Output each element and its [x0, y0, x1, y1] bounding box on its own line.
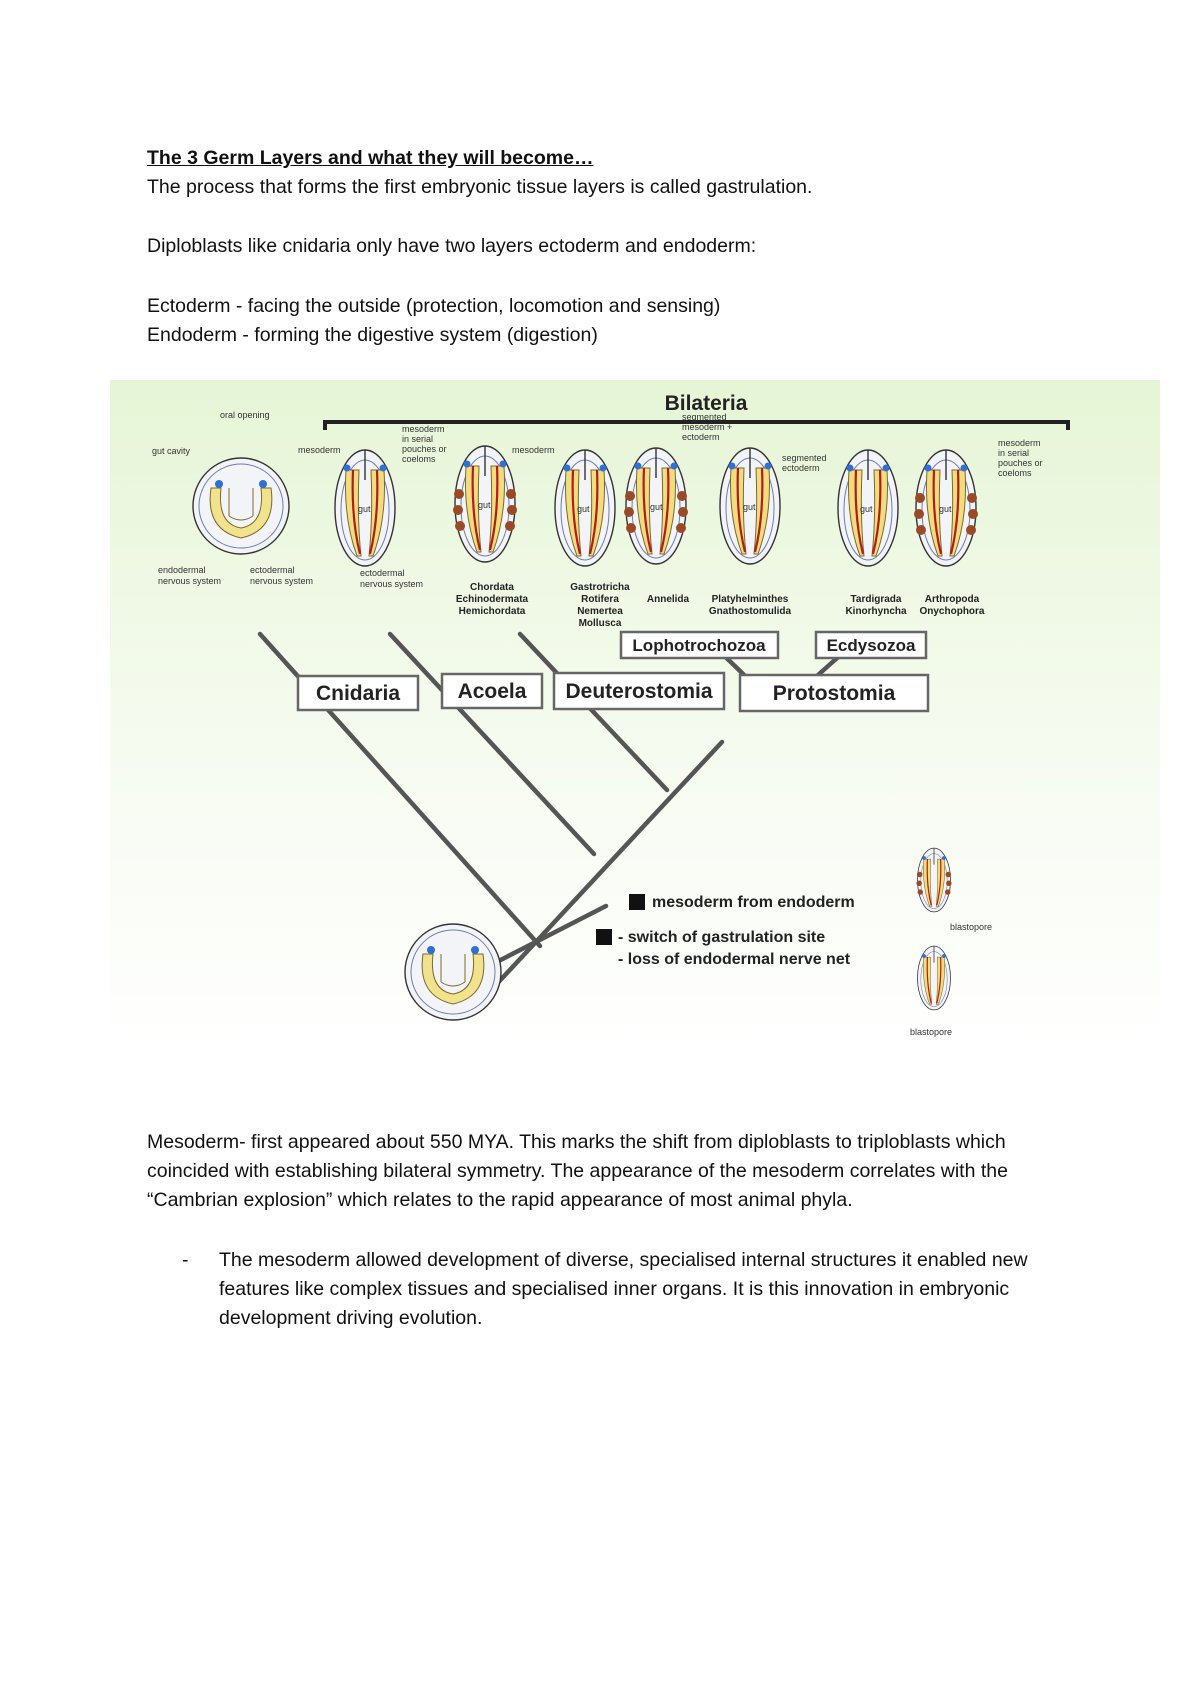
blastopore-label-2: blastopore: [910, 1027, 952, 1037]
lophotrochozoa-label: Lophotrochozoa: [632, 636, 766, 655]
diploblasts-paragraph: Diploblasts like cnidaria only have two …: [147, 235, 757, 257]
germ-layer-phylogeny-figure: Bilateria oral opening gut cavity endode…: [110, 380, 1160, 1050]
endoderm-line: Endoderm - forming the digestive system …: [147, 324, 598, 346]
protostomia-label: Protostomia: [773, 682, 896, 705]
mesoderm-from-endoderm-label: mesoderm from endoderm: [652, 894, 855, 911]
bullet-dash: -: [182, 1249, 189, 1271]
cnidaria-label: Cnidaria: [316, 682, 400, 705]
mesoderm-label-2: mesoderm: [512, 445, 555, 455]
gut-label-5: gut: [743, 502, 756, 512]
ecdysozoa-label: Ecdysozoa: [827, 636, 916, 655]
mesoderm-label-1: mesoderm: [298, 445, 341, 455]
marker-gastrulation: [596, 929, 612, 945]
gut-label-1: gut: [358, 504, 371, 514]
gut-label-2: gut: [478, 500, 491, 510]
intro-paragraph: The process that forms the first embryon…: [147, 176, 813, 198]
gut-label-4: gut: [650, 502, 663, 512]
gut-label-6: gut: [860, 504, 873, 514]
gut-label-7: gut: [939, 504, 952, 514]
gut-cavity-label: gut cavity: [152, 446, 191, 456]
page-title: The 3 Germ Layers and what they will bec…: [147, 147, 594, 169]
bullet-text: The mesoderm allowed development of dive…: [219, 1249, 1028, 1329]
loss-label: - loss of endodermal nerve net: [618, 951, 851, 968]
blastopore-label-1: blastopore: [950, 922, 992, 932]
marker-mesoderm: [629, 894, 645, 910]
oral-opening-label: oral opening: [220, 410, 270, 420]
switch-label: - switch of gastrulation site: [618, 929, 825, 946]
acoela-label: Acoela: [458, 680, 527, 703]
ectoderm-line: Ectoderm - facing the outside (protectio…: [147, 295, 721, 317]
group-annelida: Annelida: [647, 594, 690, 605]
bilateria-label: Bilateria: [665, 392, 748, 415]
bullet-item: - The mesoderm allowed development of di…: [182, 1246, 1052, 1333]
mesoderm-paragraph: Mesoderm- first appeared about 550 MYA. …: [147, 1131, 1008, 1211]
gut-label-3: gut: [577, 504, 590, 514]
deuterostomia-label: Deuterostomia: [565, 680, 712, 703]
